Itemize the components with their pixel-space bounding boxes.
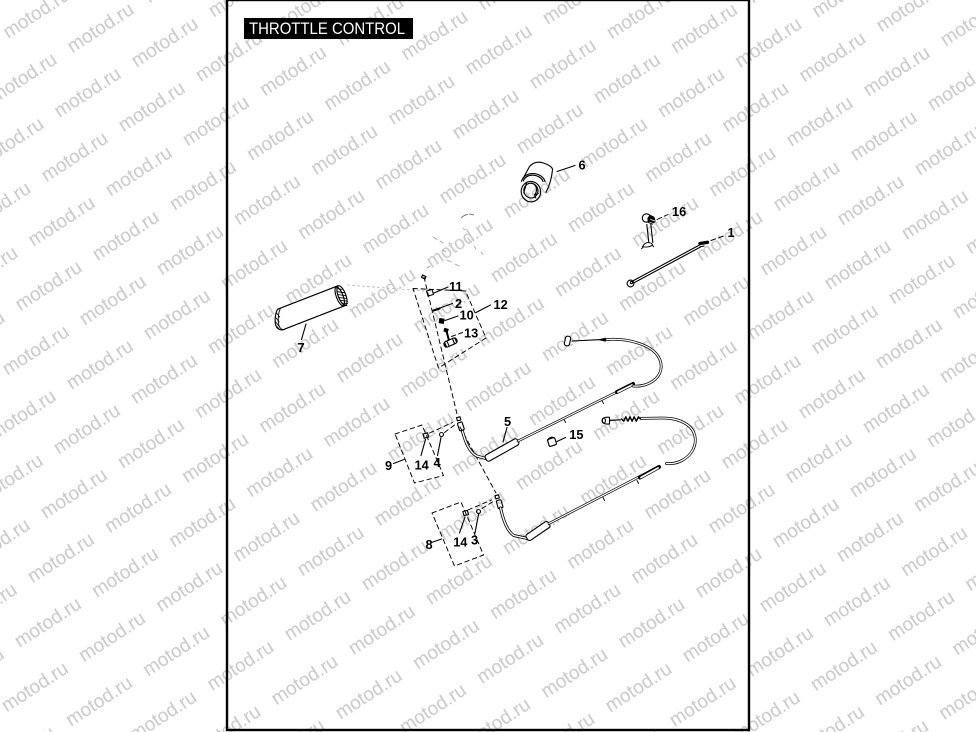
svg-text:8: 8 <box>426 537 433 552</box>
svg-text:THROTTLE CONTROL: THROTTLE CONTROL <box>249 20 405 38</box>
svg-text:10: 10 <box>460 308 474 323</box>
svg-text:2: 2 <box>455 296 462 311</box>
svg-text:3: 3 <box>471 533 478 548</box>
svg-text:12: 12 <box>494 297 508 312</box>
svg-text:13: 13 <box>464 326 478 341</box>
svg-text:15: 15 <box>569 427 583 442</box>
svg-text:7: 7 <box>298 340 305 355</box>
svg-text:1: 1 <box>728 225 735 240</box>
svg-text:6: 6 <box>579 158 586 173</box>
svg-text:11: 11 <box>449 279 463 294</box>
svg-text:14: 14 <box>415 458 430 473</box>
svg-text:5: 5 <box>504 414 511 429</box>
svg-text:14: 14 <box>453 535 468 550</box>
svg-text:9: 9 <box>385 458 392 473</box>
svg-text:4: 4 <box>434 455 442 470</box>
svg-text:16: 16 <box>672 204 686 219</box>
